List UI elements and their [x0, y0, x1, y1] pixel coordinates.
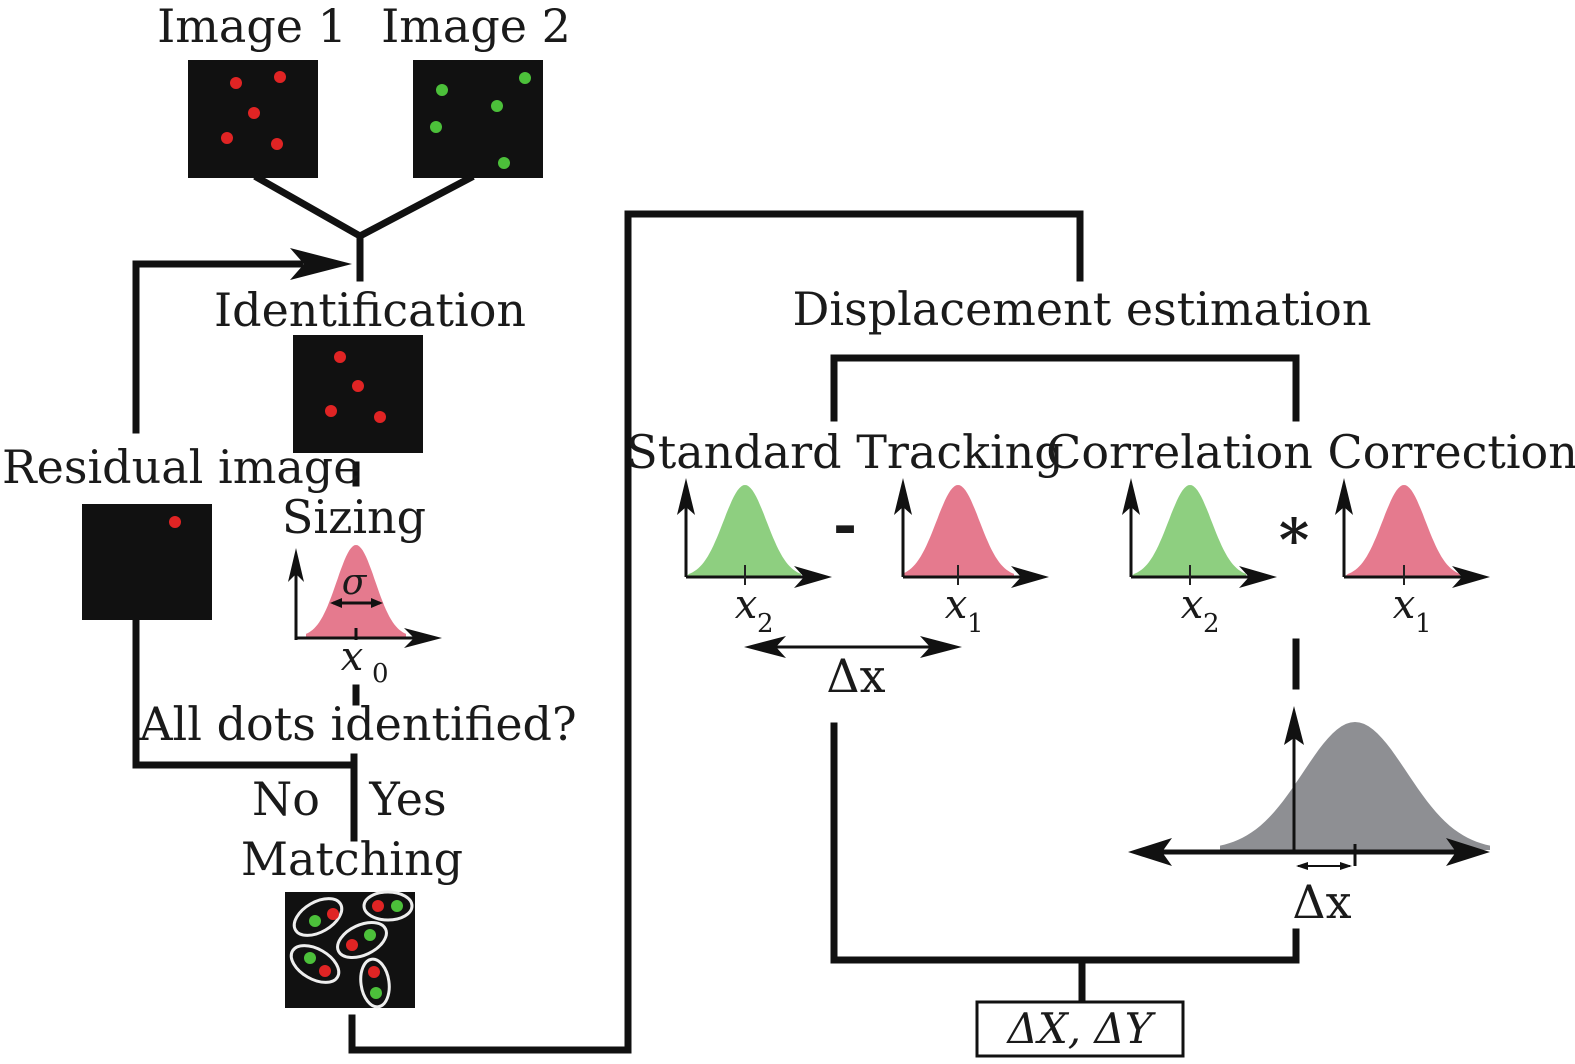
image2-label: Image 2: [381, 0, 571, 53]
red-dot: [352, 380, 364, 392]
correlation-red-gaussian-plot: [1335, 478, 1490, 588]
red-dot: [248, 107, 260, 119]
matching-label: Matching: [241, 832, 463, 886]
x2-subscript: 2: [757, 609, 774, 639]
standard-green-gaussian-plot: [677, 478, 832, 588]
displacement-estimation-label: Displacement estimation: [793, 282, 1372, 336]
x2-subscript: 2: [1203, 609, 1220, 639]
green-dot: [491, 100, 503, 112]
x-axis-arrow-icon: [1011, 566, 1049, 588]
x0-subscript: 0: [372, 659, 389, 689]
green-gaussian: [686, 485, 801, 577]
merge-to-result-connector: [830, 722, 1300, 964]
x0-label: x: [341, 634, 364, 680]
green-dot: [436, 84, 448, 96]
green-gaussian: [1131, 485, 1246, 577]
x1-subscript: 1: [967, 609, 984, 639]
result-label: ΔX, ΔY: [1006, 1004, 1157, 1053]
identification-label: Identification: [214, 283, 526, 337]
delta-x-label: Δx: [1292, 875, 1351, 929]
matched-pair: [289, 944, 341, 984]
yes-label: Yes: [368, 772, 446, 826]
red-dot: [274, 71, 286, 83]
x-axis-arrow-icon: [1239, 566, 1277, 588]
red-gaussian: [1344, 485, 1460, 577]
red-dot: [169, 516, 181, 528]
red-dot: [271, 138, 283, 150]
gray-gaussian: [1220, 722, 1490, 850]
convolution-operator: *: [1279, 506, 1309, 574]
feedback-loop-arrow: [132, 248, 352, 434]
correlation-result-plot: [1128, 706, 1490, 870]
sizing-label: Sizing: [282, 490, 426, 544]
residual-image-panel: [82, 504, 212, 620]
red-dot: [230, 77, 242, 89]
red-gaussian: [902, 485, 1014, 577]
matching-panel: [285, 890, 415, 1009]
standard-tracking-label: Standard Tracking: [626, 425, 1064, 479]
result-box: ΔX, ΔY: [975, 1000, 1185, 1058]
red-gaussian: [306, 545, 406, 637]
sizing-gaussian-plot: σ x 0: [288, 545, 442, 689]
image1-label: Image 1: [157, 0, 347, 53]
image2-panel: [413, 60, 543, 178]
matching-to-displacement-connector: [348, 210, 1084, 1054]
image1-panel: [188, 60, 318, 178]
sigma-label: σ: [342, 562, 368, 603]
y-axis-arrow-icon: [677, 478, 695, 515]
identification-panel: [293, 335, 423, 453]
no-branch-connector: [132, 616, 358, 769]
delta-x-double-arrow: [744, 636, 962, 658]
no-label: No: [252, 772, 320, 826]
x2-label: x: [1181, 582, 1204, 628]
red-dot: [325, 405, 337, 417]
matched-pair: [359, 957, 391, 1009]
red-dot: [374, 411, 386, 423]
red-dot: [334, 351, 346, 363]
minus-operator: -: [833, 491, 857, 559]
x-axis-arrow-icon: [794, 566, 832, 588]
matched-pair: [292, 897, 344, 937]
matched-pair: [362, 890, 414, 922]
delta-x-label: Δx: [826, 649, 885, 703]
merge-connector: [253, 173, 475, 282]
x1-label: x: [1393, 582, 1416, 628]
red-dot: [221, 132, 233, 144]
standard-red-gaussian-plot: [894, 478, 1049, 588]
residual-image-label: Residual image: [2, 440, 360, 494]
correlation-correction-label: Correlation Correction: [1046, 425, 1575, 479]
y-axis-arrow-icon: [1335, 478, 1353, 515]
y-axis-arrow-icon: [894, 478, 912, 515]
x2-label: x: [735, 582, 758, 628]
matched-pair: [336, 921, 388, 959]
x1-subscript: 1: [1415, 609, 1432, 639]
green-dot: [498, 157, 510, 169]
green-dot: [519, 72, 531, 84]
green-dot: [430, 121, 442, 133]
x-axis-arrow-icon: [1452, 566, 1490, 588]
all-dots-identified-question: All dots identified?: [138, 697, 576, 751]
y-axis-arrow-icon: [1122, 478, 1140, 515]
branch-bracket: [830, 354, 1300, 422]
correlation-green-gaussian-plot: [1122, 478, 1277, 588]
x1-label: x: [945, 582, 968, 628]
